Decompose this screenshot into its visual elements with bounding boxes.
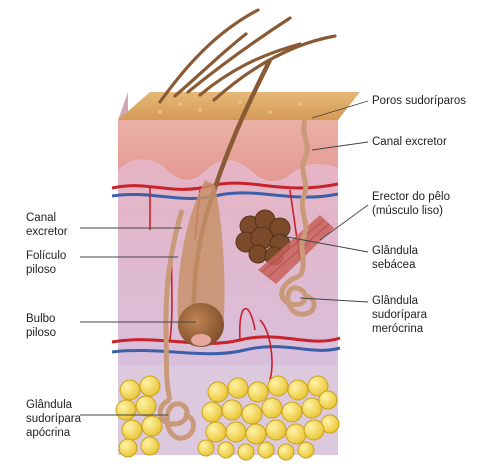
label-glandula-sebacea-line2: sebácea <box>372 259 415 272</box>
label-bulbo-line2: piloso <box>26 327 56 340</box>
label-canal-excretor-right: Canal excretor <box>372 136 447 149</box>
label-glandula-apocrina-line2: sudorípara <box>26 413 81 426</box>
label-erector-line2: (músculo liso) <box>372 205 443 218</box>
label-erector-line1: Erector do pêlo <box>372 191 450 204</box>
epidermis-top-surface <box>118 92 360 120</box>
label-glandula-merocrina-line1: Glândula <box>372 295 418 308</box>
label-glandula-merocrina-line3: merócrina <box>372 323 423 336</box>
hair-shafts <box>160 10 335 102</box>
label-glandula-apocrina-line1: Glândula <box>26 399 72 412</box>
label-glandula-merocrina-line2: sudorípara <box>372 309 427 322</box>
label-bulbo-line1: Bulbo <box>26 313 55 326</box>
label-glandula-sebacea-line1: Glândula <box>372 245 418 258</box>
label-canal-excretor-left-line2: excretor <box>26 226 68 239</box>
label-poros-sudoriparos: Poros sudoríparos <box>372 95 466 108</box>
label-foliculo-line1: Folículo <box>26 250 66 263</box>
label-canal-excretor-left-line1: Canal <box>26 212 56 225</box>
label-foliculo-line2: piloso <box>26 264 56 277</box>
label-glandula-apocrina-line3: apócrina <box>26 427 70 440</box>
